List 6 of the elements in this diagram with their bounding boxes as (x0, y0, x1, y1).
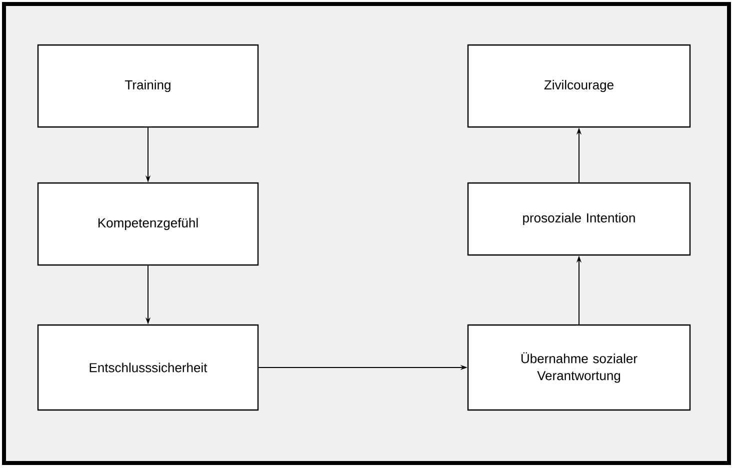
process-box: prosoziale Intention (467, 182, 691, 256)
process-box: Zivilcourage (467, 44, 691, 128)
process-box: Training (37, 44, 259, 128)
process-box: Kompetenzgefühl (37, 182, 259, 266)
process-box: Entschlusssicherheit (37, 324, 259, 411)
process-box: Übernahme sozialer Verantwortung (467, 324, 691, 411)
